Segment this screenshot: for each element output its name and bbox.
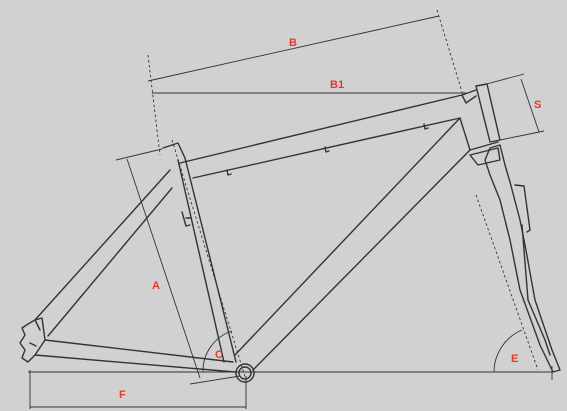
label-e: E xyxy=(511,353,518,365)
seat-angle-arc xyxy=(202,330,233,373)
head-tube xyxy=(459,83,501,151)
dimension-s-top-tick xyxy=(482,73,525,86)
label-b1: B1 xyxy=(330,79,344,91)
bb-drop-line xyxy=(189,375,241,385)
seat-tube xyxy=(162,142,237,363)
cable-stops xyxy=(226,123,429,176)
head-angle-arc xyxy=(493,329,523,373)
label-b: B xyxy=(289,37,297,49)
dimension-s-line xyxy=(520,78,540,133)
fork-leg xyxy=(514,184,551,356)
bike-frame xyxy=(19,83,561,383)
rear-dropout xyxy=(19,317,46,363)
fork-crown xyxy=(469,147,501,166)
dimension-a-line xyxy=(126,158,201,379)
dimension-b-line xyxy=(147,15,440,82)
dimension-labels: B B1 S A C E F xyxy=(119,37,541,401)
dimension-lines xyxy=(28,9,553,409)
dimension-a-top-tick xyxy=(115,148,163,161)
label-s: S xyxy=(534,99,541,111)
dimension-b-right-tick xyxy=(436,9,464,96)
label-c: C xyxy=(215,349,223,361)
top-tube xyxy=(179,94,477,179)
seat-stay xyxy=(34,169,173,337)
fork xyxy=(484,144,561,373)
label-a: A xyxy=(152,280,160,292)
dimension-s-bottom-tick xyxy=(499,130,545,141)
seat-tube-fixtures xyxy=(181,211,191,227)
head-tube-axis xyxy=(475,194,539,371)
dimension-b-left-tick xyxy=(147,54,161,156)
bottom-bracket-inner xyxy=(238,366,252,380)
label-f: F xyxy=(119,389,126,401)
seat-tube-centerline xyxy=(171,139,247,381)
down-tube xyxy=(234,117,471,371)
chain-stay xyxy=(34,339,236,373)
bottom-bracket-outer xyxy=(235,363,255,383)
